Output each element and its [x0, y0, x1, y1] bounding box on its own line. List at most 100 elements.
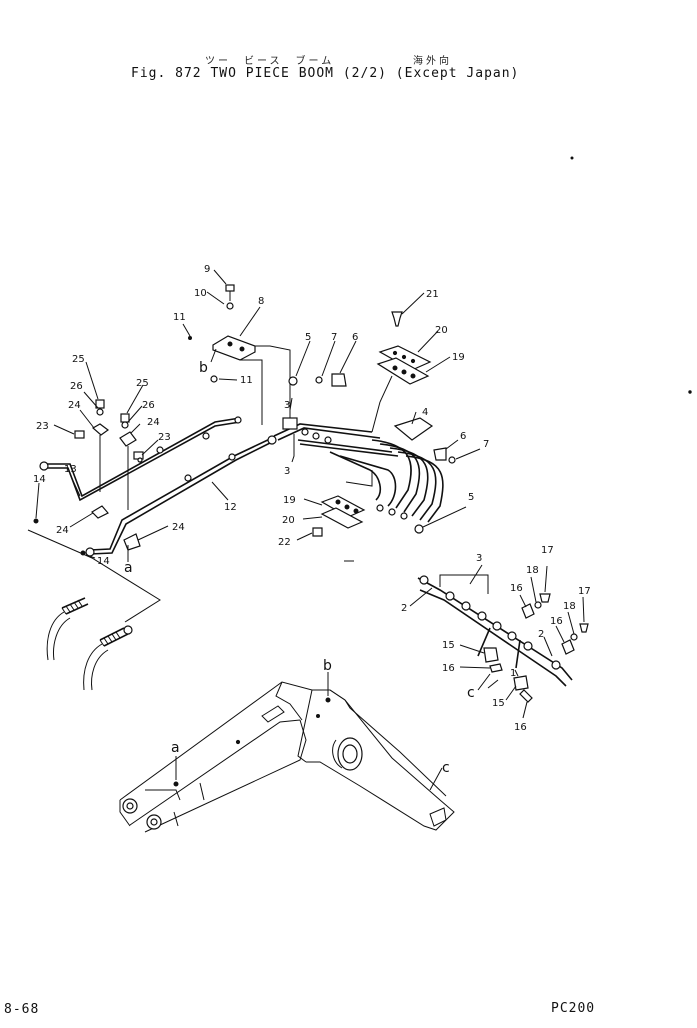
clip-16-right — [519, 689, 533, 703]
callout-n23a: 23 — [36, 421, 49, 432]
japanese-market-note: 海外向 — [413, 56, 452, 67]
callout-n2b: 2 — [538, 629, 544, 640]
callout-n3a: 3 — [284, 400, 290, 411]
dowel-11 — [188, 336, 192, 340]
clamp-23-left — [74, 430, 85, 439]
elbow-5-right — [414, 524, 424, 534]
oring-7 — [315, 376, 323, 384]
callout-n24c: 24 — [56, 525, 69, 536]
washer-18-upper — [534, 601, 542, 609]
callout-a1: a — [124, 560, 133, 576]
callout-n5a: 5 — [305, 332, 311, 343]
hose-assembly-4 — [329, 417, 444, 523]
callout-n15b: 15 — [492, 698, 505, 709]
callout-n25a: 25 — [72, 354, 85, 365]
spacer-15-left — [483, 647, 499, 663]
pipe-band-2 — [184, 474, 192, 482]
callout-n14b: 14 — [97, 556, 110, 567]
callout-n12: 12 — [224, 502, 237, 513]
callout-n9: 9 — [204, 264, 210, 275]
japanese-subtitle: ツー ビース ブーム — [205, 56, 335, 67]
page-reference: 8-68 — [4, 1002, 40, 1017]
fitting-24 — [137, 457, 143, 463]
pipe-band-3 — [202, 432, 210, 440]
bolt-25-right — [120, 413, 130, 423]
hose-end-left — [46, 597, 89, 661]
callout-n23b: 23 — [158, 432, 171, 443]
plug-14-left — [33, 518, 39, 524]
callout-n5b: 5 — [468, 492, 474, 503]
callout-n17b: 17 — [578, 586, 591, 597]
bolt-25-left — [95, 399, 105, 409]
washer-10 — [226, 302, 234, 310]
spacer-15-right — [513, 675, 529, 691]
bolt-22 — [312, 527, 323, 537]
clamp-24-upper — [91, 423, 110, 519]
callout-n7a: 7 — [331, 332, 337, 343]
callout-n14a: 14 — [33, 474, 46, 485]
callout-n8: 8 — [258, 296, 264, 307]
callout-n16c: 16 — [442, 663, 455, 674]
clip-16-left — [489, 663, 503, 673]
callout-n18b: 18 — [563, 601, 576, 612]
callout-n6b: 6 — [460, 431, 466, 442]
callout-n15a: 15 — [442, 640, 455, 651]
pipe-band-1 — [156, 446, 164, 454]
callout-n16a: 16 — [510, 583, 523, 594]
washer-11 — [210, 375, 218, 383]
callout-n13: 13 — [64, 464, 77, 475]
washer-26-left — [96, 408, 104, 416]
callout-n18a: 18 — [526, 565, 539, 576]
callout-n24b: 24 — [147, 417, 160, 428]
callout-n21: 21 — [426, 289, 439, 300]
bolt-9 — [225, 284, 235, 301]
clamp-plate-20-lower — [320, 507, 364, 529]
clamp-plate-19-upper — [376, 357, 430, 385]
callout-n19b: 19 — [283, 495, 296, 506]
callout-n11b: 11 — [240, 375, 253, 386]
callout-n24d: 24 — [172, 522, 185, 533]
figure-title: Fig. 872 TWO PIECE BOOM (2/2) (Except Ja… — [131, 66, 520, 81]
callout-n3b: 3 — [284, 466, 290, 477]
callout-n6a: 6 — [352, 332, 358, 343]
washer-18-lower — [570, 633, 578, 641]
clamp-bracket-8 — [212, 335, 291, 425]
callout-b2: b — [323, 658, 332, 674]
pipe-band-4 — [228, 453, 236, 461]
pipe-bundle-3 — [273, 417, 399, 457]
hose-end-right — [83, 625, 133, 691]
callout-n20b: 20 — [282, 515, 295, 526]
callout-n16d: 16 — [514, 722, 527, 733]
callout-n1: 1 — [510, 668, 516, 679]
callout-n3c: 3 — [476, 553, 482, 564]
callout-n2a: 2 — [401, 603, 407, 614]
callout-labels: 9 10 8 11 b 11 25 26 24 23 25 26 24 23 1… — [33, 264, 591, 776]
callout-n10: 10 — [194, 288, 207, 299]
callout-n26a: 26 — [70, 381, 83, 392]
bolt-17-upper — [539, 593, 551, 603]
clip-16-lower — [561, 639, 575, 655]
callout-n26b: 26 — [142, 400, 155, 411]
callout-b1: b — [199, 360, 208, 376]
oring-7-right — [448, 456, 456, 464]
callout-n20a: 20 — [435, 325, 448, 336]
callout-n22: 22 — [278, 537, 291, 548]
plug-6-right — [433, 447, 447, 461]
callout-n25b: 25 — [136, 378, 149, 389]
callout-c1: c — [467, 685, 475, 701]
callout-n24a: 24 — [68, 400, 81, 411]
callout-c2: c — [442, 760, 450, 776]
plug-6 — [331, 373, 347, 387]
pipe-13 — [39, 416, 242, 502]
callout-a2: a — [171, 740, 180, 756]
callout-n16b: 16 — [550, 616, 563, 627]
clamp-24-mid — [119, 431, 141, 551]
callout-n4: 4 — [422, 407, 428, 418]
callout-n11a: 11 — [173, 312, 186, 323]
clip-16-upper — [521, 603, 535, 619]
pipe-12 — [85, 435, 277, 557]
pipe-assembly-right — [417, 575, 573, 687]
callout-n17a: 17 — [541, 545, 554, 556]
